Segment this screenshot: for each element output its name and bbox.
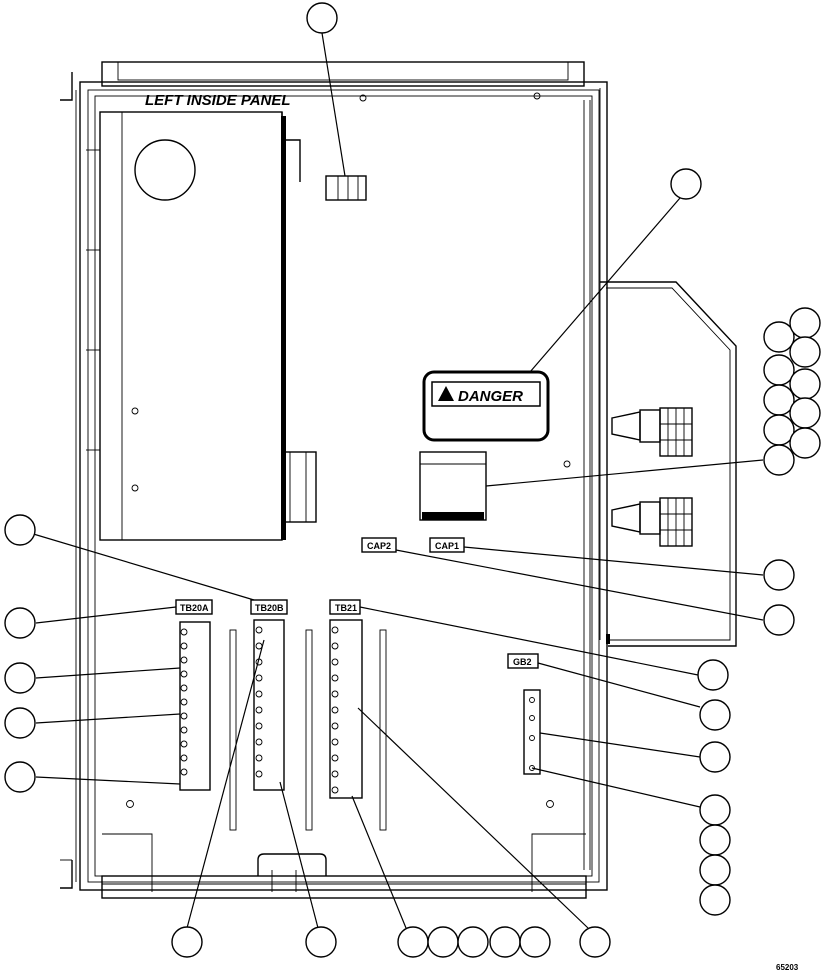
index-balloon: [763, 354, 795, 386]
tag-cap2-text: CAP2: [367, 541, 391, 551]
tag-tb20a-text: TB20A: [180, 603, 209, 613]
terminal-board-tb20a: [179, 621, 211, 791]
right-fuse-panel: [600, 281, 737, 647]
index-balloon: [789, 307, 821, 339]
tag-cap2: CAP2: [361, 537, 397, 553]
tag-tb21-text: TB21: [335, 603, 357, 613]
index-balloon: [699, 854, 731, 886]
index-balloon: [4, 707, 36, 739]
tag-cap1: CAP1: [429, 537, 465, 553]
danger-label: DANGER: [422, 370, 550, 442]
index-balloon: [4, 607, 36, 639]
hinge-segments: [86, 149, 100, 451]
index-balloon: [699, 824, 731, 856]
tag-gb2: GB2: [507, 653, 539, 669]
index-balloon: [397, 926, 429, 958]
index-balloon: [670, 168, 702, 200]
index-balloon: [579, 926, 611, 958]
leader-lines: [19, 32, 764, 929]
index-balloons: [4, 2, 821, 958]
index-balloon: [306, 2, 338, 34]
index-balloon: [763, 559, 795, 591]
index-balloon: [697, 659, 729, 691]
fuse-holder-upper: [611, 407, 693, 457]
index-balloon: [699, 884, 731, 916]
tag-tb20a: TB20A: [175, 599, 213, 615]
panel-title: LEFT INSIDE PANEL: [145, 92, 291, 109]
figure-number: 65203: [776, 963, 799, 972]
relay-box: [419, 451, 487, 521]
mounting-holes: [126, 92, 571, 808]
ground-bus-gb2: [523, 689, 541, 775]
index-balloon: [305, 926, 337, 958]
index-balloon: [699, 794, 731, 826]
fuse-holder-lower: [611, 497, 693, 547]
index-balloon: [171, 926, 203, 958]
tag-tb20b: TB20B: [250, 599, 288, 615]
danger-label-text: DANGER: [458, 388, 523, 405]
tag-tb20b-text: TB20B: [255, 603, 284, 613]
left-component-block: [99, 111, 317, 541]
index-balloon: [699, 741, 731, 773]
index-balloon: [4, 662, 36, 694]
top-connector: [325, 175, 367, 201]
terminal-board-tb20b: [253, 619, 285, 791]
tag-cap1-text: CAP1: [435, 541, 459, 551]
index-balloon: [4, 761, 36, 793]
index-balloon: [519, 926, 551, 958]
index-balloon: [789, 368, 821, 400]
index-balloon: [789, 336, 821, 368]
index-balloon: [763, 604, 795, 636]
tag-gb2-text: GB2: [513, 657, 532, 667]
enclosure: [60, 61, 608, 899]
index-balloon: [763, 384, 795, 416]
mounting-slots: [229, 629, 387, 831]
index-balloon: [699, 699, 731, 731]
index-balloon: [427, 926, 459, 958]
index-balloon: [763, 321, 795, 353]
tag-tb21: TB21: [329, 599, 361, 615]
index-balloon: [489, 926, 521, 958]
index-balloon: [4, 514, 36, 546]
round-vent: [134, 139, 196, 201]
warning-triangle-icon: [438, 386, 454, 401]
index-balloon: [457, 926, 489, 958]
terminal-board-tb21: [329, 619, 363, 799]
index-balloon: [789, 397, 821, 429]
index-balloon: [763, 444, 795, 476]
index-balloon: [763, 414, 795, 446]
index-balloon: [789, 427, 821, 459]
